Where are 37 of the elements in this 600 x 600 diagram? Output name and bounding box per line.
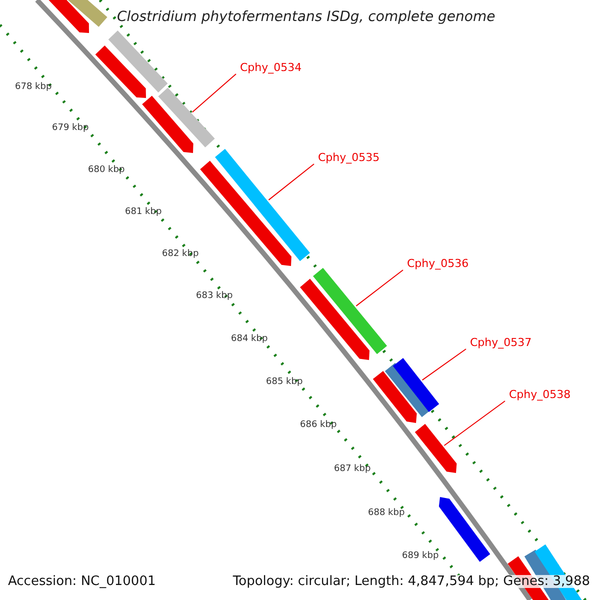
gene-bar [68,0,108,27]
leader-line [422,348,466,381]
gene-bar [200,160,292,266]
gene-label: Cphy_0534 [240,62,302,73]
gene-bar [438,497,490,562]
tick-label: 685 kbp [266,378,303,387]
gene-label: Cphy_0535 [318,152,380,163]
leader-line [356,270,404,306]
gene-bar [215,148,310,262]
tick-label: 679 kbp [52,124,89,133]
leader-line [192,74,236,113]
gene-bar [142,96,194,153]
tick-label: 681 kbp [125,208,162,217]
gene-label: Cphy_0537 [470,337,532,348]
accession-label: Accession: NC_010001 [8,575,156,588]
gene-label: Cphy_0538 [509,389,571,400]
gene-bar [300,278,370,360]
gene-bar [108,30,168,92]
tick-label: 680 kbp [88,166,125,175]
gene-bar [95,46,146,98]
tick-label: 687 kbp [334,465,371,474]
title: Clostridium phytofermentans ISDg, complete genome [117,10,496,24]
gene-bar [414,424,457,473]
tick-label: 683 kbp [196,292,233,301]
genome-info: Topology: circular; Length: 4,847,594 bp; Genes: 3,988 [232,575,590,588]
gene-bar [158,88,215,148]
tick-label: 686 kbp [300,421,337,430]
gene-bar [392,358,440,412]
tick-label: 682 kbp [162,250,199,259]
gene-bar [372,371,417,423]
leader-line [444,400,506,446]
gene-bar [313,268,387,354]
tick-label: 688 kbp [368,509,405,518]
leader-line [268,164,314,200]
tick-label: 684 kbp [231,335,268,344]
tick-label: 678 kbp [15,83,52,92]
gene-label: Cphy_0536 [407,258,469,269]
